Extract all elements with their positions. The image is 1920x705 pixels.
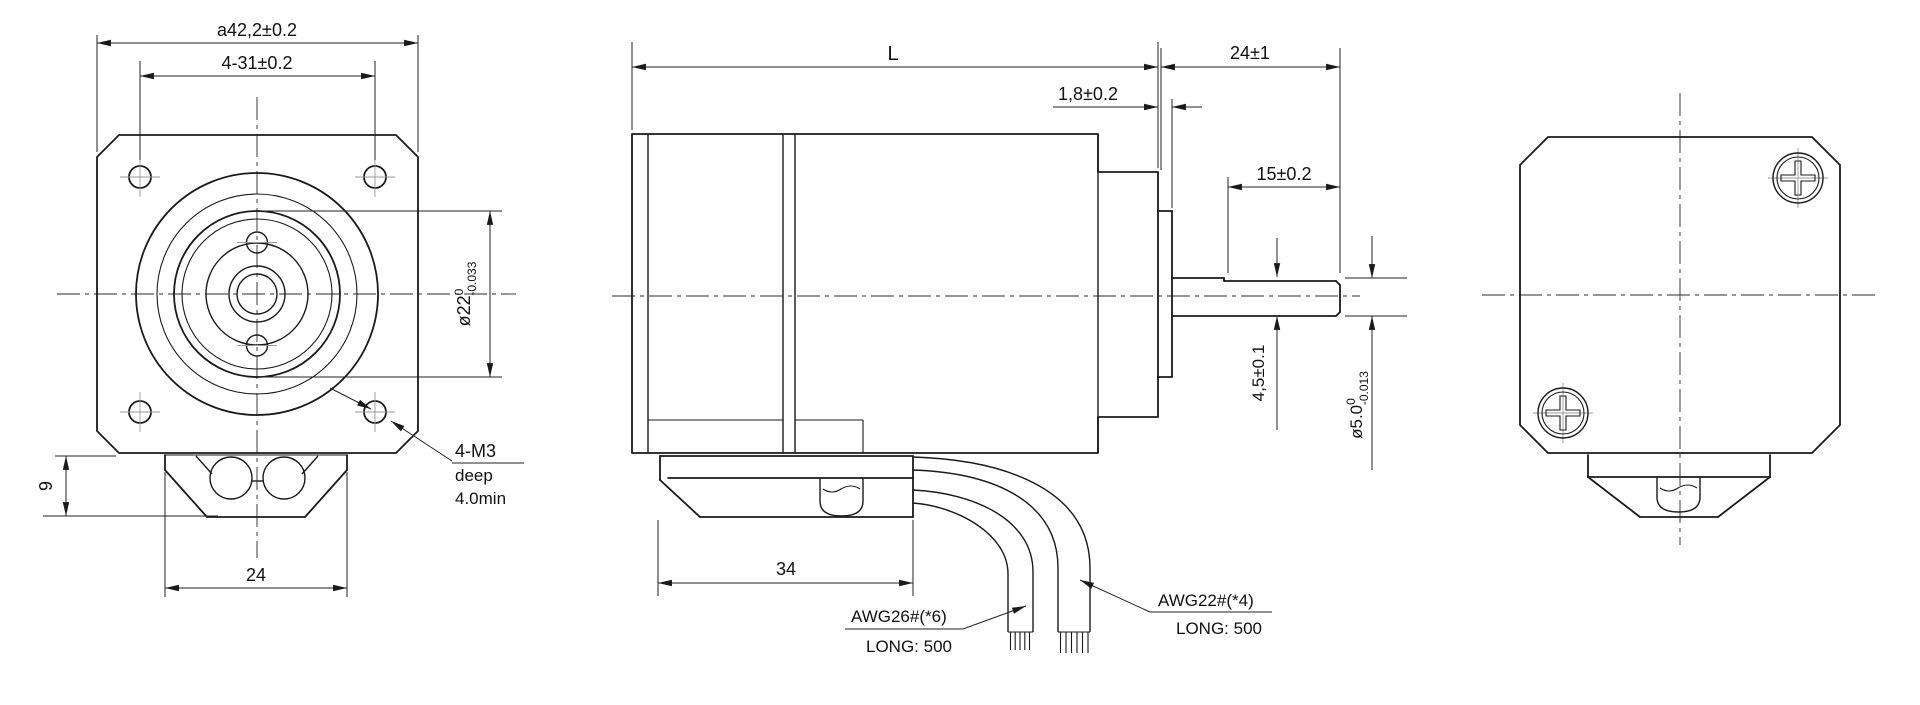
wire-pins-left — [1009, 632, 1031, 650]
pilot-boss — [1157, 210, 1173, 378]
rear-outline — [1519, 136, 1841, 454]
dim-connector-height: 9 — [36, 481, 56, 491]
mounting-holes — [120, 157, 395, 432]
wire-grommet — [1656, 477, 1701, 513]
front-centerlines — [57, 97, 516, 558]
phillips-icon — [1780, 160, 1816, 196]
label-signal-wires: AWG26#(*6) — [851, 607, 947, 626]
thread-note: 4-M3 deep 4.0min — [329, 387, 524, 508]
screw-bottom-left — [1533, 383, 1593, 443]
shaft — [1171, 277, 1341, 317]
dim-connector-width: 24 — [246, 565, 266, 585]
dim-shaft-diameter: ø5.00-0.013 — [1344, 371, 1371, 439]
face-holes — [237, 231, 277, 357]
thread-note-deep: deep — [455, 466, 493, 485]
dim-flange-square: a42,2±0.2 — [217, 20, 297, 40]
front-dimensions: a42,2±0.2 4-31±0.2 ø220-0.033 9 24 — [36, 20, 502, 597]
phillips-icon — [1545, 395, 1581, 431]
label-signal-wires-length: LONG: 500 — [866, 637, 952, 656]
thread-note-depth: 4.0min — [455, 489, 506, 508]
pilot-circles — [135, 172, 379, 416]
connector-front — [164, 454, 348, 518]
wire-labels: AWG26#(*6) LONG: 500 AWG22#(*4) LONG: 50… — [845, 579, 1272, 656]
wire-grommet — [819, 478, 864, 517]
dim-connector-length: 34 — [776, 559, 796, 579]
rear-view — [1482, 93, 1878, 545]
side-view: L 24±1 1,8±0.2 15±0.2 4,5±0.1 ø5.00 — [612, 42, 1407, 656]
dim-bolt-spacing: 4-31±0.2 — [222, 53, 293, 73]
dim-shaft-extension: 24±1 — [1230, 43, 1270, 63]
connector-side — [659, 455, 914, 518]
connector-rear — [1587, 454, 1771, 518]
flange-outline — [96, 134, 419, 454]
front-view: a42,2±0.2 4-31±0.2 ø220-0.033 9 24 — [36, 20, 524, 597]
screw-top-right — [1768, 148, 1828, 208]
motor-body-outline — [631, 133, 1159, 454]
label-power-wires: AWG22#(*4) — [1158, 591, 1254, 610]
side-dimensions: L 24±1 1,8±0.2 15±0.2 4,5±0.1 ø5.00 — [631, 42, 1407, 596]
dim-pilot-diameter: ø220-0.033 — [452, 261, 479, 326]
dim-flat-height: 4,5±0.1 — [1249, 345, 1268, 402]
rear-centerlines — [1482, 93, 1878, 545]
wire-bundles — [912, 456, 1091, 653]
dim-flat-length: 15±0.2 — [1257, 164, 1312, 184]
label-power-wires-length: LONG: 500 — [1176, 619, 1262, 638]
wire-pins-right — [1059, 632, 1089, 653]
dim-boss-thickness: 1,8±0.2 — [1058, 84, 1118, 104]
dim-body-length: L — [887, 43, 898, 65]
thread-note-size: 4-M3 — [455, 441, 496, 461]
